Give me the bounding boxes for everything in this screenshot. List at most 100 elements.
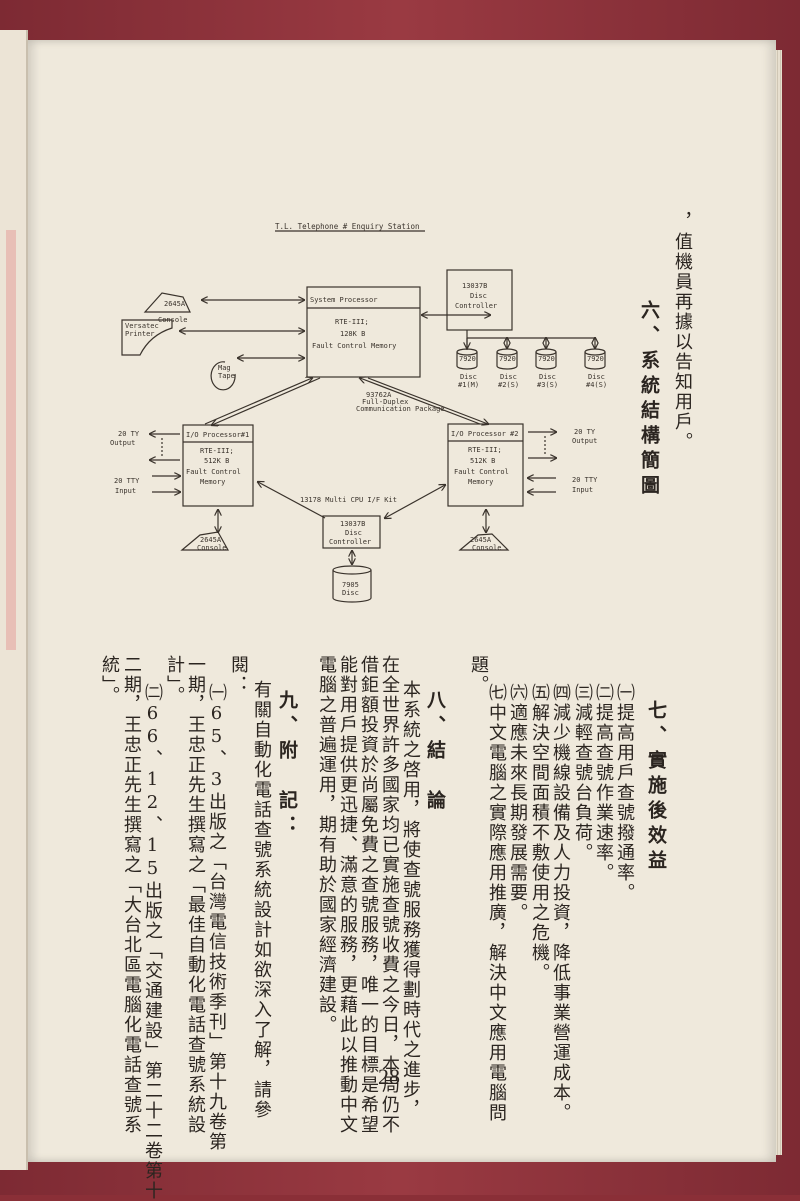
disc-bottom-model: 7905 bbox=[342, 581, 359, 589]
reference-line: 統」。 bbox=[99, 655, 120, 706]
console-left-model: 2645A bbox=[200, 536, 222, 544]
console-left-shape bbox=[180, 531, 230, 551]
left-input-l2: Input bbox=[115, 487, 136, 495]
section-7-heading: 七、實施後效益 bbox=[645, 700, 667, 875]
previous-page-edge bbox=[0, 30, 28, 1170]
io2-os: RTE-III; bbox=[468, 446, 502, 454]
mag-tape-label-1: Mag bbox=[218, 364, 231, 372]
left-output-l1: 20 TY bbox=[118, 430, 140, 438]
benefit-item: ㈢減輕查號台負荷。 bbox=[572, 683, 593, 863]
reference-line: ㈠65、3出版之「台灣電信技術季刊」第十九卷第 bbox=[206, 683, 227, 1152]
left-input-l1: 20 TTY bbox=[114, 477, 140, 485]
io1-memory-label: Memory bbox=[200, 478, 225, 486]
benefit-item: ㈥適應未來長期發展需要。 bbox=[507, 683, 528, 923]
conclusion-line: 本系統之啓用，將使查號服務獲得劃時代之進步， bbox=[400, 680, 421, 1120]
section-9-heading: 九、附 記： bbox=[276, 690, 298, 840]
benefit-item: ㈡提高查號作業速率。 bbox=[593, 683, 614, 883]
conclusion-line: 電腦之普遍運用，期有助於國家經濟建設。 bbox=[316, 655, 337, 1035]
disc-3-id: #3(S) bbox=[537, 381, 558, 389]
io1-header: I/O Processor#1 bbox=[186, 431, 249, 439]
reference-line: 一期，王忠正先生撰寫之「最佳自動化電話查號系統設 bbox=[185, 655, 206, 1135]
disc-2 bbox=[496, 348, 518, 370]
disc-controller-bottom-l1: Disc bbox=[345, 529, 362, 537]
disc-4 bbox=[584, 348, 606, 370]
disc-1-label: Disc bbox=[460, 373, 477, 381]
right-output-l1: 20 TY bbox=[574, 428, 596, 436]
right-output-l2: Output bbox=[572, 437, 597, 445]
disc-1-id: #1(M) bbox=[458, 381, 479, 389]
mag-tape-shape bbox=[210, 361, 236, 391]
continuation-text: ，值機員再據以告知用戶。 bbox=[672, 212, 693, 452]
io2-fault: Fault Control bbox=[454, 468, 509, 476]
section-6-heading: 六、系統結構簡圖 bbox=[638, 300, 660, 500]
printer-shape bbox=[121, 319, 173, 356]
io2-memory: 512K B bbox=[470, 457, 495, 465]
printer-label-2: Printer bbox=[125, 330, 155, 338]
conclusion-line: 在全世界許多國家均已實施查號收費之今日，本局仍不 bbox=[379, 655, 400, 1135]
console-right-label: Console bbox=[472, 544, 502, 552]
console-top-label: Console bbox=[158, 316, 188, 324]
right-input-l1: 20 TTY bbox=[572, 476, 598, 484]
conclusion-line: 能對用戶提供更迅捷、滿意的服務，更藉此以推動中文 bbox=[337, 655, 358, 1135]
system-structure-diagram: T.L. Telephone # Enquiry Station System … bbox=[110, 222, 607, 603]
disc-controller-top-l2: Controller bbox=[455, 302, 497, 310]
multi-cpu-label: 13178 Multi CPU I/F Kit bbox=[300, 496, 397, 504]
io-processor-1-box bbox=[182, 424, 254, 507]
left-output-l2: Output bbox=[110, 439, 135, 447]
benefit-item: ㈠提高用戶查號撥通率。 bbox=[614, 683, 635, 903]
disc-2-label: Disc bbox=[500, 373, 517, 381]
reference-line: 計」。 bbox=[164, 655, 185, 706]
system-processor-memory: 128K B bbox=[340, 330, 365, 338]
page-stack-edge bbox=[772, 50, 782, 1155]
note-line: 有關自動化電話查號系統設計如欲深入了解，請參 bbox=[251, 680, 272, 1120]
disc-bottom-label: Disc bbox=[342, 589, 359, 597]
reference-line: 二期，王忠正先生撰寫之「大台北區電腦化電話查號系 bbox=[121, 655, 142, 1135]
benefit-item: ㈤解決空間面積不敷使用之危機。 bbox=[529, 683, 550, 983]
console-top-model: 2645A bbox=[164, 300, 186, 308]
io2-header: I/O Processor #2 bbox=[451, 430, 518, 438]
document-page bbox=[28, 40, 776, 1162]
disc-controller-top-l1: Disc bbox=[470, 292, 487, 300]
note-line: 閱： bbox=[228, 655, 249, 695]
io1-os: RTE-III; bbox=[200, 447, 234, 455]
console-right-shape bbox=[458, 533, 510, 551]
benefit-item-continuation: 題。 bbox=[468, 655, 489, 695]
disc-3 bbox=[535, 348, 557, 370]
disc-controller-top-model: 13037B bbox=[462, 282, 487, 290]
section-8-heading: 八、結 論 bbox=[424, 690, 446, 815]
printer-label-1: Versatec bbox=[125, 322, 159, 330]
comm-package-model: 93762A bbox=[366, 391, 392, 399]
page-number: 28 bbox=[378, 1064, 400, 1089]
system-processor-fault: Fault Control Memory bbox=[312, 342, 396, 350]
system-processor-label: System Processor bbox=[310, 296, 377, 304]
io2-memory-label: Memory bbox=[468, 478, 493, 486]
disc-3-label: Disc bbox=[539, 373, 556, 381]
io-processor-2-box bbox=[447, 423, 524, 507]
io1-fault: Fault Control bbox=[186, 468, 241, 476]
io1-memory: 512K B bbox=[204, 457, 229, 465]
disc-controller-bottom-l2: Controller bbox=[329, 538, 371, 546]
disc-4-label: Disc bbox=[588, 373, 605, 381]
disc-controller-bottom-model: 13037B bbox=[340, 520, 365, 528]
console-top-shape bbox=[143, 292, 191, 313]
conclusion-line: 借鉅額投資於尚屬免費之查號服務，唯一的目標是希望 bbox=[358, 655, 379, 1135]
disc-4-id: #4(S) bbox=[586, 381, 607, 389]
disc-2-model: 7920 bbox=[499, 355, 516, 363]
comm-package-l3: Communication Package bbox=[356, 405, 445, 413]
benefit-item: ㈦中文電腦之實際應用推廣，解決中文應用電腦問 bbox=[486, 683, 507, 1123]
reference-line: ㈡66、12、15出版之「交通建設」第二十二卷第十 bbox=[142, 683, 163, 1201]
benefit-item: ㈣減少機線設備及人力投資，降低事業營運成本。 bbox=[550, 683, 571, 1123]
disc-2-id: #2(S) bbox=[498, 381, 519, 389]
diagram-title: T.L. Telephone # Enquiry Station bbox=[275, 222, 420, 231]
right-input-l2: Input bbox=[572, 486, 593, 494]
console-left-label: Console bbox=[197, 544, 227, 552]
disc-bottom bbox=[332, 565, 372, 603]
console-right-model: 2645A bbox=[470, 536, 492, 544]
disc-4-model: 7920 bbox=[587, 355, 604, 363]
system-processor-os: RTE-III; bbox=[335, 318, 369, 326]
disc-3-model: 7920 bbox=[538, 355, 555, 363]
disc-controller-box bbox=[446, 269, 513, 331]
comm-package-l2: Full-Duplex bbox=[362, 398, 408, 406]
mag-tape-label-2: Tape bbox=[218, 372, 235, 380]
disc-controller-bottom-box bbox=[322, 515, 381, 549]
